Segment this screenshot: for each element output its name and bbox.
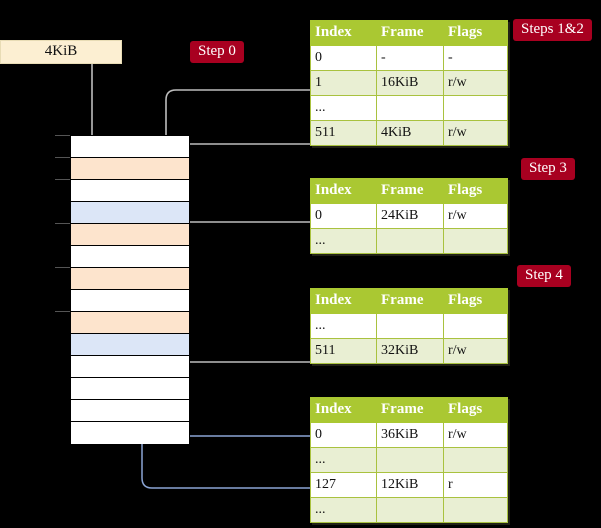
table-cell: 24KiB xyxy=(376,203,444,229)
table-row: ... xyxy=(310,497,508,523)
memory-row-tick xyxy=(55,223,70,224)
memory-row xyxy=(71,246,189,268)
frame-box-label: 4KiB xyxy=(44,43,78,59)
badge-step-0-label: Step 0 xyxy=(198,43,236,59)
frame-box-4kib: 4KiB xyxy=(0,40,122,64)
table-row: ... xyxy=(310,447,508,473)
badge-steps-1-2: Steps 1&2 xyxy=(513,19,592,41)
badge-step-4: Step 4 xyxy=(517,265,571,287)
badge-step-3: Step 3 xyxy=(521,158,575,180)
memory-row-tick xyxy=(55,135,70,136)
memory-row xyxy=(71,268,189,290)
column-header-flags: Flags xyxy=(443,178,508,204)
badge-step-4-label: Step 4 xyxy=(525,267,563,283)
memory-row-tick xyxy=(55,267,70,268)
column-header-index: Index xyxy=(310,288,377,314)
memory-row xyxy=(71,224,189,246)
table-cell: r/w xyxy=(443,120,508,146)
table-cell xyxy=(376,313,444,339)
memory-row xyxy=(71,312,189,334)
memory-row xyxy=(71,378,189,400)
table-row: ... xyxy=(310,95,508,121)
memory-row xyxy=(71,180,189,202)
column-header-index: Index xyxy=(310,397,377,423)
table-cell xyxy=(443,228,508,254)
table-cell: ... xyxy=(310,95,377,121)
column-header-index: Index xyxy=(310,178,377,204)
table-cell xyxy=(376,228,444,254)
column-header-frame: Frame xyxy=(376,178,444,204)
table-cell: r/w xyxy=(443,338,508,364)
table-cell: ... xyxy=(310,497,377,523)
badge-step-0: Step 0 xyxy=(190,41,244,63)
table-cell: - xyxy=(443,45,508,71)
table-cell: 511 xyxy=(310,120,377,146)
table-cell xyxy=(443,95,508,121)
table-cell: 32KiB xyxy=(376,338,444,364)
table-cell xyxy=(443,447,508,473)
column-header-index: Index xyxy=(310,20,377,46)
table-cell: 0 xyxy=(310,203,377,229)
column-header-flags: Flags xyxy=(443,288,508,314)
memory-row xyxy=(71,356,189,378)
table-cell xyxy=(376,497,444,523)
table-row: ... xyxy=(310,313,508,339)
table-cell: 36KiB xyxy=(376,422,444,448)
column-header-flags: Flags xyxy=(443,397,508,423)
table-cell: - xyxy=(376,45,444,71)
memory-row xyxy=(71,422,189,444)
memory-row xyxy=(71,290,189,312)
memory-row xyxy=(71,400,189,422)
memory-row xyxy=(71,202,189,224)
table-cell: 4KiB xyxy=(376,120,444,146)
memory-row xyxy=(71,136,189,158)
table-cell: 0 xyxy=(310,45,377,71)
table-cell: r xyxy=(443,472,508,498)
table-cell: 12KiB xyxy=(376,472,444,498)
table-cell: 127 xyxy=(310,472,377,498)
memory-row xyxy=(71,334,189,356)
table-cell: r/w xyxy=(443,203,508,229)
memory-row xyxy=(71,158,189,180)
memory-row-tick xyxy=(55,311,70,312)
memory-column xyxy=(70,135,190,444)
table-cell xyxy=(376,447,444,473)
table-cell: 16KiB xyxy=(376,70,444,96)
table-cell: 1 xyxy=(310,70,377,96)
table-cell xyxy=(443,313,508,339)
column-header-frame: Frame xyxy=(376,20,444,46)
table-cell: ... xyxy=(310,447,377,473)
table-cell: 0 xyxy=(310,422,377,448)
column-header-frame: Frame xyxy=(376,397,444,423)
table-cell: r/w xyxy=(443,422,508,448)
column-header-flags: Flags xyxy=(443,20,508,46)
table-row: ... xyxy=(310,228,508,254)
badge-step-3-label: Step 3 xyxy=(529,160,567,176)
table-row: 0-- xyxy=(310,45,508,71)
table-cell xyxy=(443,497,508,523)
table-cell: ... xyxy=(310,313,377,339)
memory-row-tick xyxy=(55,179,70,180)
memory-row-tick xyxy=(55,157,70,158)
table-cell xyxy=(376,95,444,121)
table-cell: ... xyxy=(310,228,377,254)
table-cell: r/w xyxy=(443,70,508,96)
table-cell: 511 xyxy=(310,338,377,364)
badge-steps-1-2-label: Steps 1&2 xyxy=(521,21,584,37)
column-header-frame: Frame xyxy=(376,288,444,314)
